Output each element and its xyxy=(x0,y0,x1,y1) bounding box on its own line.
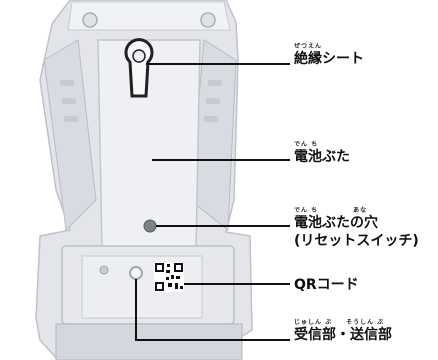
leader-line-sensor xyxy=(135,279,290,341)
insulation-sheet-keyhole-icon xyxy=(124,38,154,98)
leader-lines xyxy=(135,63,290,341)
reset-hole-icon xyxy=(143,219,157,233)
left-vents xyxy=(60,80,78,122)
label-qr-code: QRコード xyxy=(294,277,359,293)
top-cap xyxy=(67,1,231,31)
battery-cover-panel xyxy=(97,39,201,251)
label-battery-cover: でん ち 電池ぶた xyxy=(294,141,350,165)
label-receiver-transmitter: じゅしん ぶ そうしん ぶ 受信部・送信部 xyxy=(294,319,392,343)
sensor-icon xyxy=(129,266,143,280)
lower-left-screw-icon xyxy=(99,265,109,275)
right-screw-icon xyxy=(200,12,216,28)
left-screw-icon xyxy=(82,12,98,28)
left-wing xyxy=(43,39,97,232)
bottom-rim xyxy=(55,323,243,360)
label-battery-cover-hole: でん ち あな 電池ぶたの穴 (リセットスイッチ) xyxy=(294,207,419,249)
label-insulation-sheet: ぜつえん 絶縁シート xyxy=(294,43,364,67)
qr-code-icon xyxy=(154,262,184,292)
right-vents xyxy=(204,80,222,122)
